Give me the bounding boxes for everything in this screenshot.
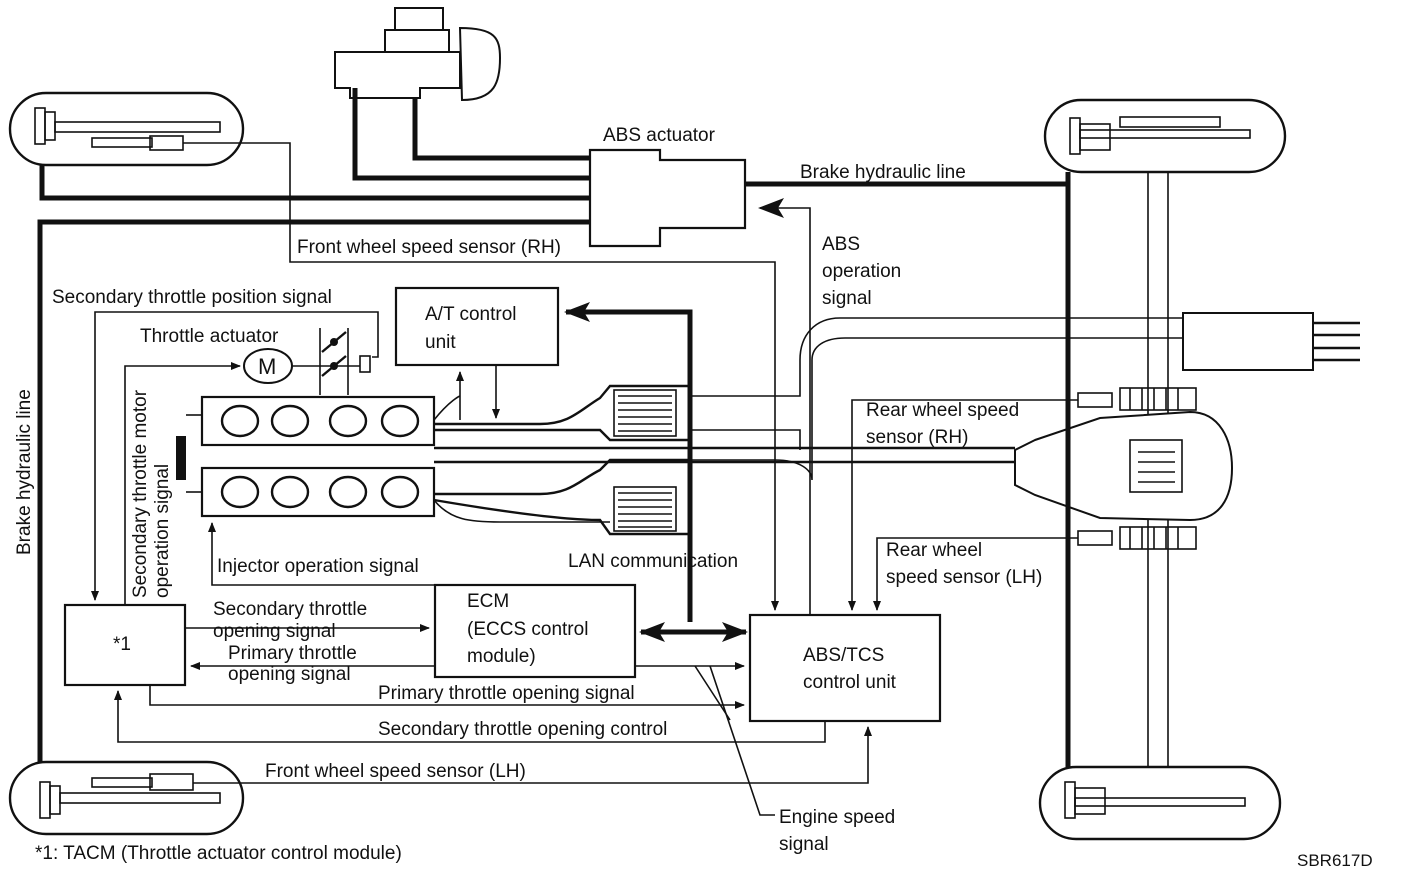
tacm-box — [63, 603, 187, 687]
front-wheel-speed-rh-label: Front wheel speed sensor (RH) — [297, 237, 561, 258]
engine-speed-signal-label-1: Engine speed — [779, 807, 895, 828]
lan-communication-label: LAN communication — [568, 551, 738, 572]
abs-actuator-label: ABS actuator — [603, 125, 716, 146]
abs-operation-signal-label-3: signal — [822, 288, 872, 309]
primary-opening-long-label: Primary throttle opening signal — [378, 683, 635, 704]
catalyst-lower — [613, 486, 677, 532]
rear-wheel-speed-rh-label-2: sensor (RH) — [866, 427, 968, 448]
front-left-wheel — [8, 760, 245, 836]
rear-wheel-speed-lh-label-2: speed sensor (LH) — [886, 567, 1042, 588]
rear-wheel-speed-lh-label-1: Rear wheel — [886, 540, 982, 561]
abs-actuator — [588, 148, 747, 248]
primary-opening-signal-label-2: opening signal — [228, 664, 351, 685]
front-wheel-speed-lh-label: Front wheel speed sensor (LH) — [265, 761, 526, 782]
abs-tcs-control-unit-label-1: ABS/TCS — [803, 645, 884, 666]
footnote: *1: TACM (Throttle actuator control modu… — [35, 843, 402, 864]
front-right-wheel — [8, 91, 245, 167]
brake-hydraulic-line-label: Brake hydraulic line — [800, 162, 966, 183]
signal-wiring — [91, 142, 1078, 816]
ecm-label-1: ECM — [467, 591, 509, 612]
secondary-opening-signal-label-1: Secondary throttle — [213, 599, 367, 620]
rear-wheel-speed-rh-label-1: Rear wheel speed — [866, 400, 1019, 421]
figure-code: SBR617D — [1297, 851, 1373, 870]
rear-differential — [1014, 410, 1234, 522]
rear-rh-sensor-rotor — [1077, 387, 1197, 411]
muffler — [1182, 312, 1360, 371]
catalyst-upper — [613, 389, 677, 437]
ecm-box — [433, 583, 637, 679]
ecm-label-2: (ECCS control — [467, 619, 588, 640]
abs-tcs-control-unit-label-2: control unit — [803, 672, 897, 693]
engine — [176, 395, 436, 518]
secondary-throttle-position-label: Secondary throttle position signal — [52, 287, 332, 308]
at-control-unit-label-2: unit — [425, 332, 456, 353]
abs-operation-signal-label-2: operation — [822, 261, 901, 282]
ecm-label-3: module) — [467, 646, 536, 667]
throttle-motor-symbol: M — [258, 354, 276, 379]
brake-hydraulic-line-vertical-label: Brake hydraulic line — [14, 389, 35, 555]
abs-operation-signal-label-1: ABS — [822, 234, 860, 255]
throttle-actuator: M — [243, 328, 371, 395]
secondary-opening-signal-label-2: opening signal — [213, 621, 336, 642]
injector-operation-label: Injector operation signal — [217, 556, 419, 577]
rear-lh-sensor-rotor — [1077, 526, 1197, 550]
tacm-box-label: *1 — [113, 634, 131, 655]
brake-master-cylinder — [334, 7, 502, 102]
secondary-motor-signal-label-1: Secondary throttle motor — [130, 389, 151, 598]
at-control-unit-label-1: A/T control — [425, 304, 517, 325]
abs-tcs-control-unit — [748, 613, 942, 723]
engine-speed-signal-label-2: signal — [779, 834, 829, 855]
brake-hydraulic-lines — [37, 88, 1071, 767]
rear-right-wheel — [1043, 98, 1287, 174]
secondary-opening-control-label: Secondary throttle opening control — [378, 719, 667, 740]
at-control-unit — [394, 286, 560, 367]
rear-left-wheel — [1038, 765, 1282, 841]
secondary-motor-signal-label-2: operation signal — [152, 464, 173, 598]
exhaust-system — [433, 317, 1183, 536]
throttle-actuator-label: Throttle actuator — [140, 326, 279, 347]
primary-opening-signal-label-1: Primary throttle — [228, 643, 357, 664]
